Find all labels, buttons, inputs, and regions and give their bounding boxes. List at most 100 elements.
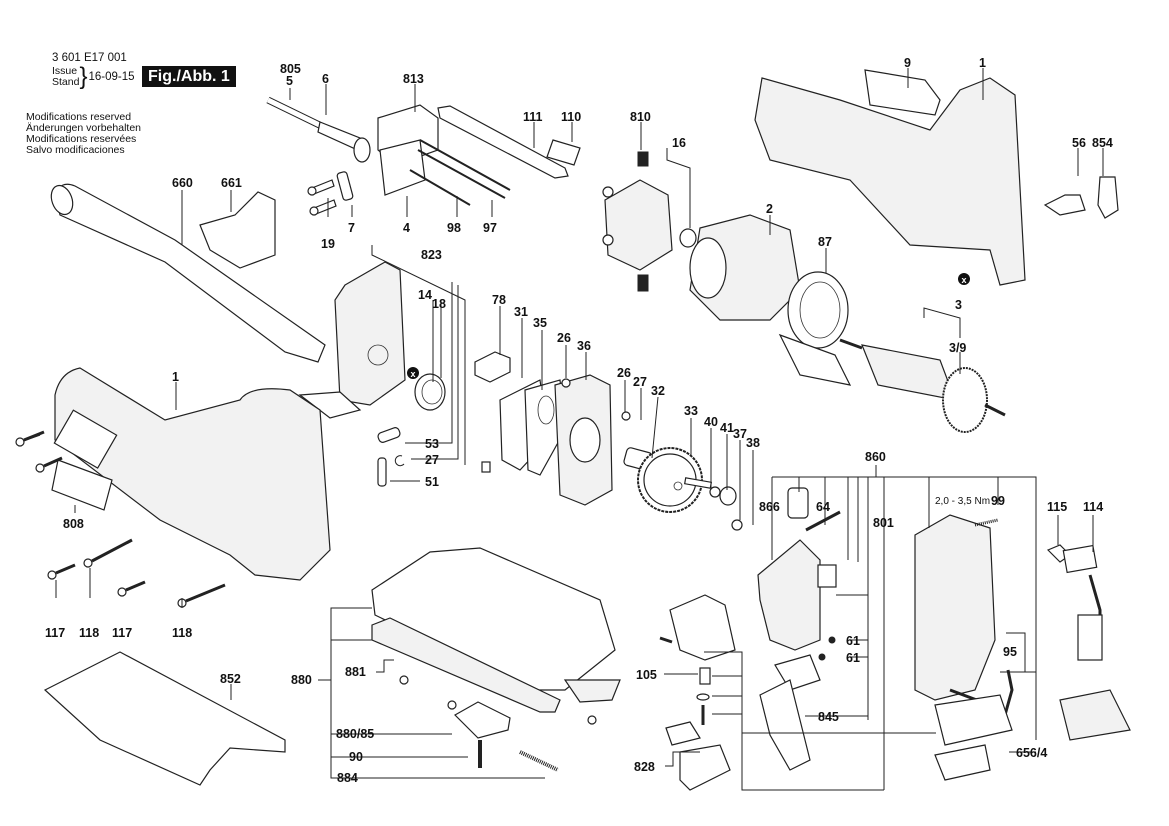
- callout-95: 95: [1003, 645, 1017, 659]
- cord-clamp-screws: [307, 171, 354, 216]
- callout-3-9: 3/9: [949, 341, 966, 355]
- callout-808: 808: [63, 517, 84, 531]
- callout-801: 801: [873, 516, 894, 530]
- callout-5: 5: [286, 74, 293, 88]
- callout-87: 87: [818, 235, 832, 249]
- gear-housing-part: [298, 261, 406, 419]
- power-cord: [266, 96, 371, 163]
- callout-26-a: 26: [557, 331, 571, 345]
- callout-36: 36: [577, 339, 591, 353]
- callout-38: 38: [746, 436, 760, 450]
- small-pins: [377, 427, 491, 487]
- callout-1-top: 1: [979, 56, 986, 70]
- brush-holder-part: [602, 151, 697, 292]
- callout-labels: 805 5 6 813 111 110 810 16 9 1 56 854 66…: [45, 56, 1113, 785]
- callout-51: 51: [425, 475, 439, 489]
- wire-guard-part: [934, 669, 1014, 781]
- callout-90: 90: [349, 750, 363, 764]
- callout-880: 880: [291, 673, 312, 687]
- callout-78: 78: [492, 293, 506, 307]
- knob-parts: [1043, 176, 1119, 219]
- callout-105: 105: [636, 668, 657, 682]
- callout-118-b: 118: [172, 626, 192, 640]
- callout-656-4: 656/4: [1016, 746, 1047, 760]
- callout-37: 37: [733, 427, 747, 441]
- callout-115: 115: [1047, 500, 1067, 514]
- gear-cover-part: [914, 514, 999, 701]
- chip-guard-part: [199, 191, 276, 269]
- stand-label: Stand: [52, 76, 80, 88]
- callout-810: 810: [630, 110, 651, 124]
- callout-9: 9: [904, 56, 911, 70]
- callout-845: 845: [818, 710, 839, 724]
- issue-label: Issue: [52, 65, 78, 77]
- callout-823: 823: [421, 248, 442, 262]
- stator-field-part: [689, 214, 801, 321]
- switch-part: [377, 104, 511, 206]
- svg-text:x: x: [961, 275, 966, 285]
- callout-828: 828: [634, 760, 655, 774]
- torque-spec: 2,0 - 3,5 Nm: [935, 496, 990, 507]
- callout-660: 660: [172, 176, 193, 190]
- callout-14: 14: [418, 288, 432, 302]
- callout-117-b: 117: [112, 626, 132, 640]
- base-plate-cover-part: [43, 651, 286, 786]
- callout-2: 2: [766, 202, 773, 216]
- x-marker-1: x: [407, 367, 419, 379]
- callout-110: 110: [561, 110, 581, 124]
- switch-lever-part: [437, 105, 581, 179]
- issue-labels: Issue Stand: [52, 66, 79, 88]
- callout-854: 854: [1092, 136, 1113, 150]
- light-unit-part: [1046, 544, 1131, 741]
- callout-53: 53: [425, 437, 439, 451]
- callout-56: 56: [1072, 136, 1086, 150]
- brace-glyph: }: [79, 63, 88, 90]
- callout-1-left: 1: [172, 370, 179, 384]
- svg-text:x: x: [410, 369, 415, 379]
- callout-884: 884: [337, 771, 358, 785]
- modification-notes: Modifications reserved Änderungen vorbeh…: [26, 112, 141, 156]
- callout-852: 852: [220, 672, 241, 686]
- callout-661: 661: [221, 176, 242, 190]
- callout-40: 40: [704, 415, 718, 429]
- callout-19: 19: [321, 237, 335, 251]
- document-number: 3 601 E17 001: [52, 52, 127, 64]
- callout-31: 31: [514, 305, 528, 319]
- housing-shell-left: [53, 367, 331, 581]
- issue-block: Issue Stand } 16-09-15: [52, 63, 135, 90]
- callout-35: 35: [533, 316, 547, 330]
- note-en: Modifications reserved: [26, 111, 132, 123]
- fan-baffle-part: [778, 271, 852, 386]
- callout-7: 7: [348, 221, 355, 235]
- callout-41: 41: [720, 421, 734, 435]
- callout-111: 111: [523, 110, 543, 124]
- callout-866: 866: [759, 500, 780, 514]
- callout-118-a: 118: [79, 626, 99, 640]
- callout-3: 3: [955, 298, 962, 312]
- gasket-plates: [499, 379, 566, 476]
- callout-881: 881: [345, 665, 366, 679]
- note-es: Salvo modificaciones: [26, 144, 125, 156]
- gear-wheel-part: [637, 447, 713, 513]
- callout-99: 99: [991, 494, 1005, 508]
- callout-33: 33: [684, 404, 698, 418]
- callout-27-b: 27: [425, 453, 439, 467]
- armature-part: [839, 338, 1006, 433]
- issue-date: 16-09-15: [88, 71, 135, 83]
- ball-bearing-part: [719, 486, 737, 506]
- callout-114: 114: [1083, 500, 1103, 514]
- callout-880-85: 880/85: [336, 727, 374, 741]
- leader-lines: [55, 68, 1104, 791]
- roller-guide-part: [659, 594, 736, 791]
- callout-26-b: 26: [617, 366, 631, 380]
- callout-27-a: 27: [633, 375, 647, 389]
- stroke-housing-part: [554, 374, 613, 506]
- housing-screws: [15, 430, 226, 608]
- foot-plate-part: [371, 547, 621, 772]
- note-de: Änderungen vorbehalten: [26, 122, 142, 134]
- callout-813: 813: [403, 72, 424, 86]
- washers: [561, 378, 743, 531]
- callout-61-a: 61: [846, 634, 860, 648]
- figure-badge: Fig./Abb. 1: [142, 66, 236, 87]
